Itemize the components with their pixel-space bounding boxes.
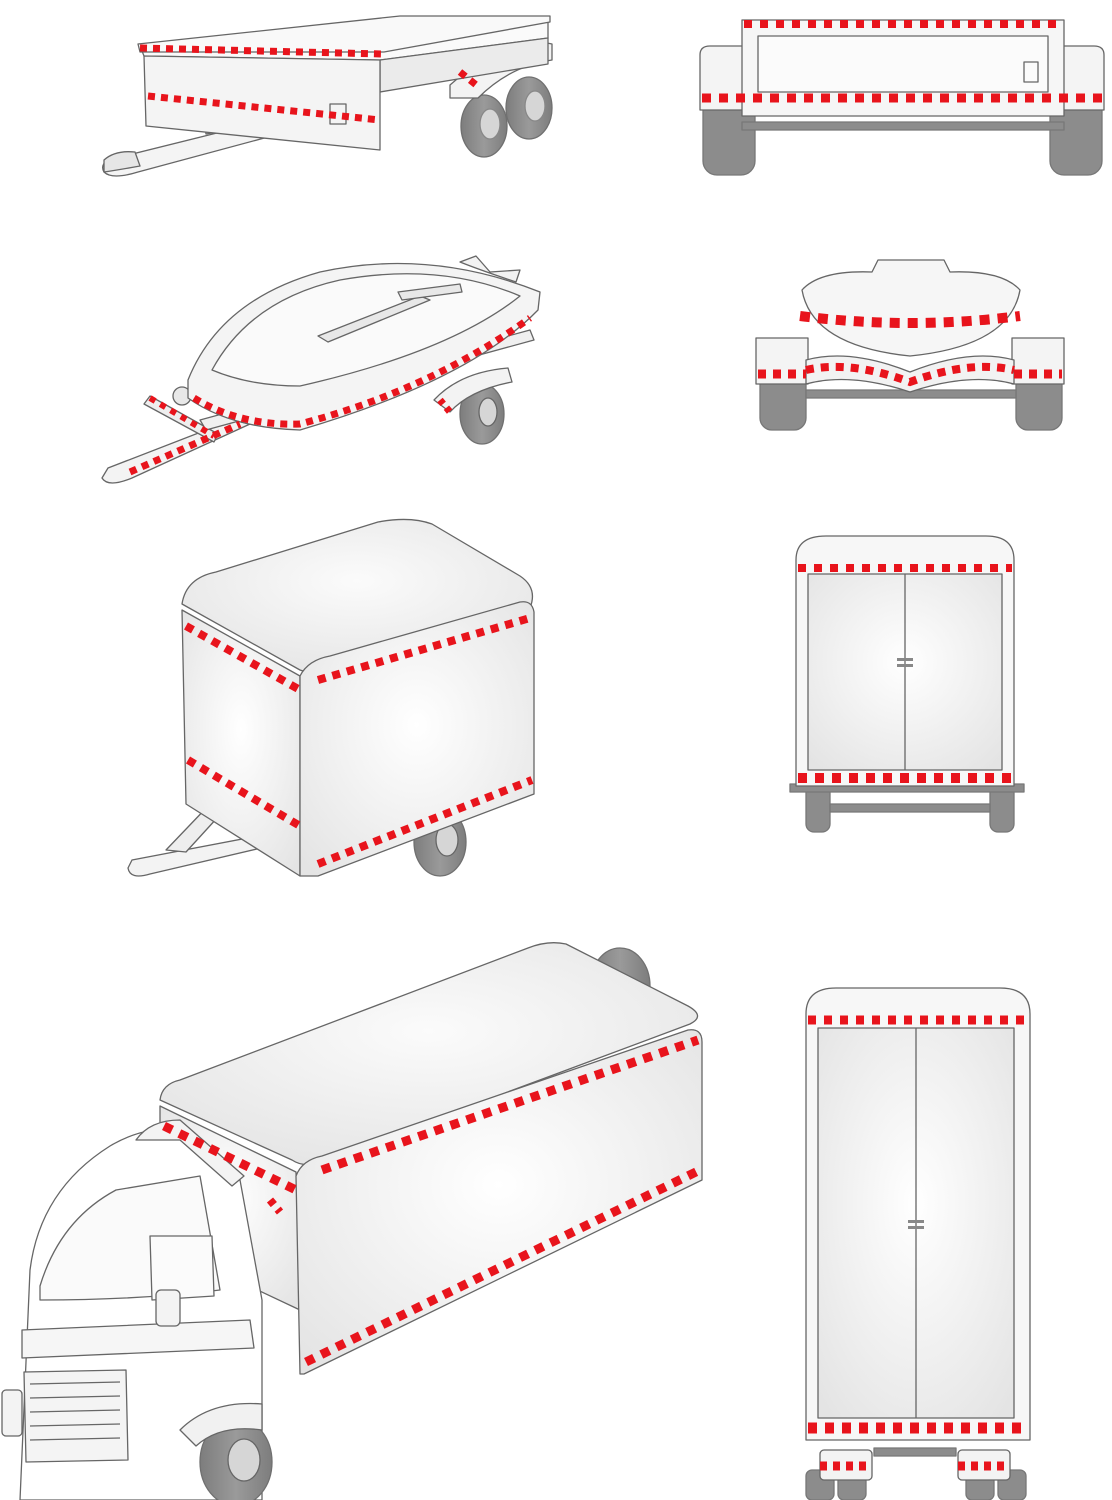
box-truck-rear-icon (805, 987, 1031, 1500)
box-truck-rear-tape (808, 1015, 1028, 1471)
box-trailer-rear-tape (798, 564, 1012, 783)
box-trailer-iso-tape (184, 614, 534, 868)
boat-rear-tape (758, 311, 1062, 387)
flatbed-rear-tape (702, 20, 1104, 103)
box-trailer-icon (127, 518, 535, 877)
boat-trailer-icon (101, 255, 541, 484)
box-truck-icon (1, 942, 703, 1500)
flatbed-iso-tape (139, 44, 483, 124)
boat-iso-tape (128, 315, 533, 476)
box-trailer-rear-icon (789, 535, 1025, 833)
boat-trailer-rear-icon (755, 259, 1065, 431)
flatbed-trailer-icon (102, 15, 553, 177)
box-truck-iso-tape (162, 1035, 702, 1367)
